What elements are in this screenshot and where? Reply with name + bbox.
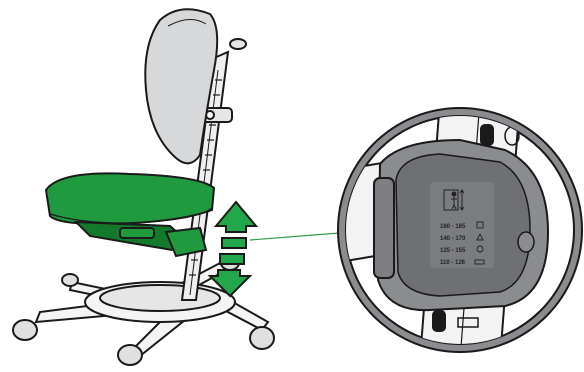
zoom-clamp-side [373, 177, 395, 279]
base-hub-inner [99, 284, 221, 312]
zoom-clamp-screw [517, 231, 535, 253]
seat-slider-bracket [119, 227, 155, 239]
zoom-slot-bottom-rect-marker [457, 317, 479, 328]
arrow-stripe-2 [219, 253, 245, 265]
zoom-slot-bottom [432, 310, 446, 332]
arrow-stripe-1 [221, 237, 247, 249]
scale-row-1-range: 160 - 185 [440, 224, 466, 230]
person-height-icon [443, 189, 465, 211]
casters [12, 255, 275, 366]
square-icon [476, 221, 484, 229]
backrest [144, 8, 219, 165]
column-top-hook [229, 38, 247, 50]
caster-back-left [61, 273, 79, 287]
arrow-down [207, 269, 253, 298]
height-scale-table: 160 - 185 140 - 170 125 - 155 110 - 126 [440, 221, 485, 266]
arrow-up [213, 200, 259, 233]
triangle-icon [476, 232, 484, 241]
seat [44, 172, 216, 258]
caster-front [117, 344, 143, 366]
leader-line [249, 231, 353, 241]
circle-icon [476, 245, 484, 253]
scale-row-3-range: 125 - 155 [440, 248, 466, 254]
backrest-contour [167, 19, 207, 27]
seat-height-lever [164, 226, 208, 258]
scale-row-4-range: 110 - 126 [440, 260, 466, 266]
zoom-detail: 160 - 185 140 - 170 125 - 155 110 - 126 [337, 107, 583, 353]
scale-row-2-range: 140 - 170 [440, 236, 466, 242]
up-down-double-arrow-icon [207, 200, 259, 298]
caster-right [249, 326, 275, 350]
seat-edge [49, 207, 213, 224]
zoom-slot-top [480, 124, 494, 146]
caster-left [12, 319, 38, 341]
rectangle-icon [474, 259, 485, 265]
